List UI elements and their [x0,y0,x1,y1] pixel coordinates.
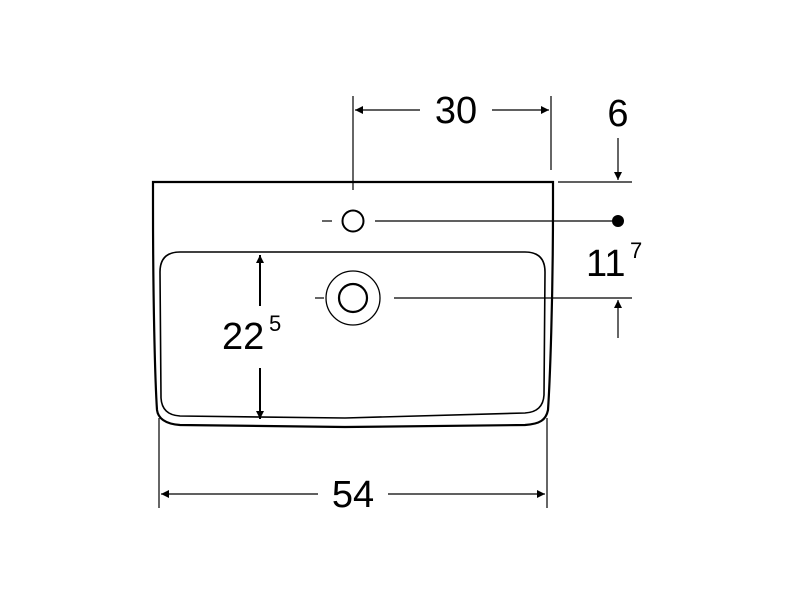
dimension-label-22: 22 [222,316,264,358]
dimension-tap-offset: 30 [352,90,552,190]
basin-outline [151,180,555,429]
dimension-label-30: 30 [435,90,477,132]
drain-icon [315,270,632,326]
dimension-label-6: 6 [607,93,628,135]
dimension-label-54: 54 [332,474,374,516]
dimension-overall-width: 54 [158,418,548,516]
dimension-label-22-sup: 5 [269,311,281,336]
dimension-label-11-sup: 7 [630,238,642,263]
dimension-hole-drain: 11 7 [586,215,642,338]
tap-hole-icon [322,209,612,233]
dimension-rim-offset: 6 [558,93,632,183]
bowl-outline [159,251,546,419]
dimension-bowl-depth: 22 5 [222,255,281,419]
dimension-label-11-main: 11 [586,243,625,285]
dimension-label-11: 11 [586,243,625,285]
